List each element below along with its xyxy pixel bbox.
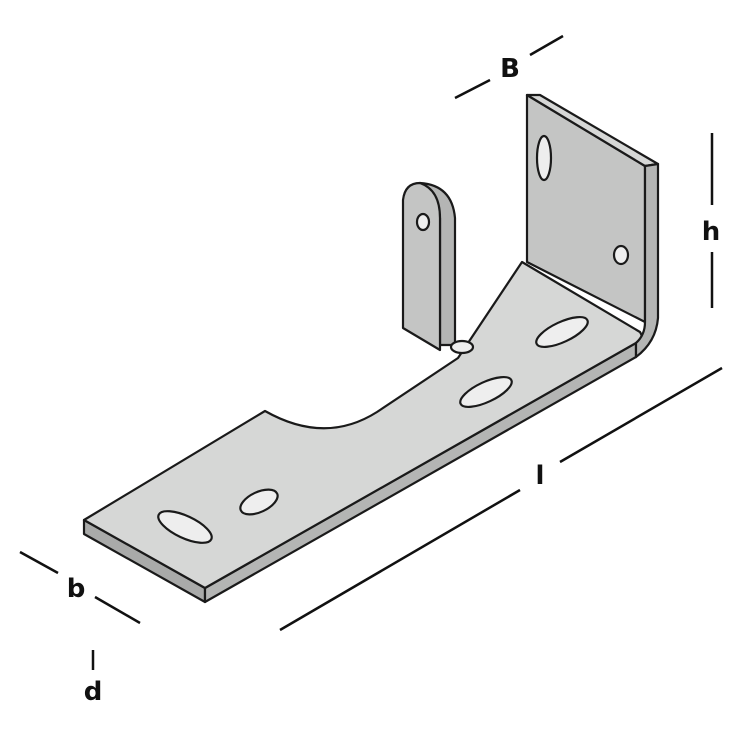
slot-hole: [535, 315, 589, 349]
dim-line-l: [279, 488, 521, 632]
lug-hole: [415, 212, 431, 232]
label-B: B: [500, 54, 520, 84]
label-b: b: [67, 574, 86, 604]
slot-hole: [239, 488, 279, 516]
back-plate-side-face: [634, 162, 660, 359]
lug-front-face: [401, 181, 442, 352]
round-hole: [612, 244, 630, 266]
vertical-slot-hole: [535, 134, 553, 182]
base-plate: [82, 260, 643, 604]
lug-side-face: [418, 181, 457, 347]
dim-line-b: [19, 550, 59, 575]
lug-base-notch: [449, 339, 475, 355]
dim-line-B: [454, 78, 491, 100]
slot-hole: [459, 375, 513, 409]
dimension-lines: [19, 34, 723, 670]
base-plate-top-face: [82, 260, 643, 590]
slot-hole: [157, 510, 213, 544]
label-l: l: [536, 461, 545, 491]
dim-line-B: [529, 34, 564, 57]
back-plate: [525, 93, 660, 359]
label-d: d: [84, 677, 103, 707]
label-h: h: [702, 217, 721, 247]
dim-line-l: [559, 366, 723, 464]
plate-slots: [157, 315, 589, 544]
lug: [401, 181, 475, 355]
dim-line-b: [94, 595, 141, 625]
